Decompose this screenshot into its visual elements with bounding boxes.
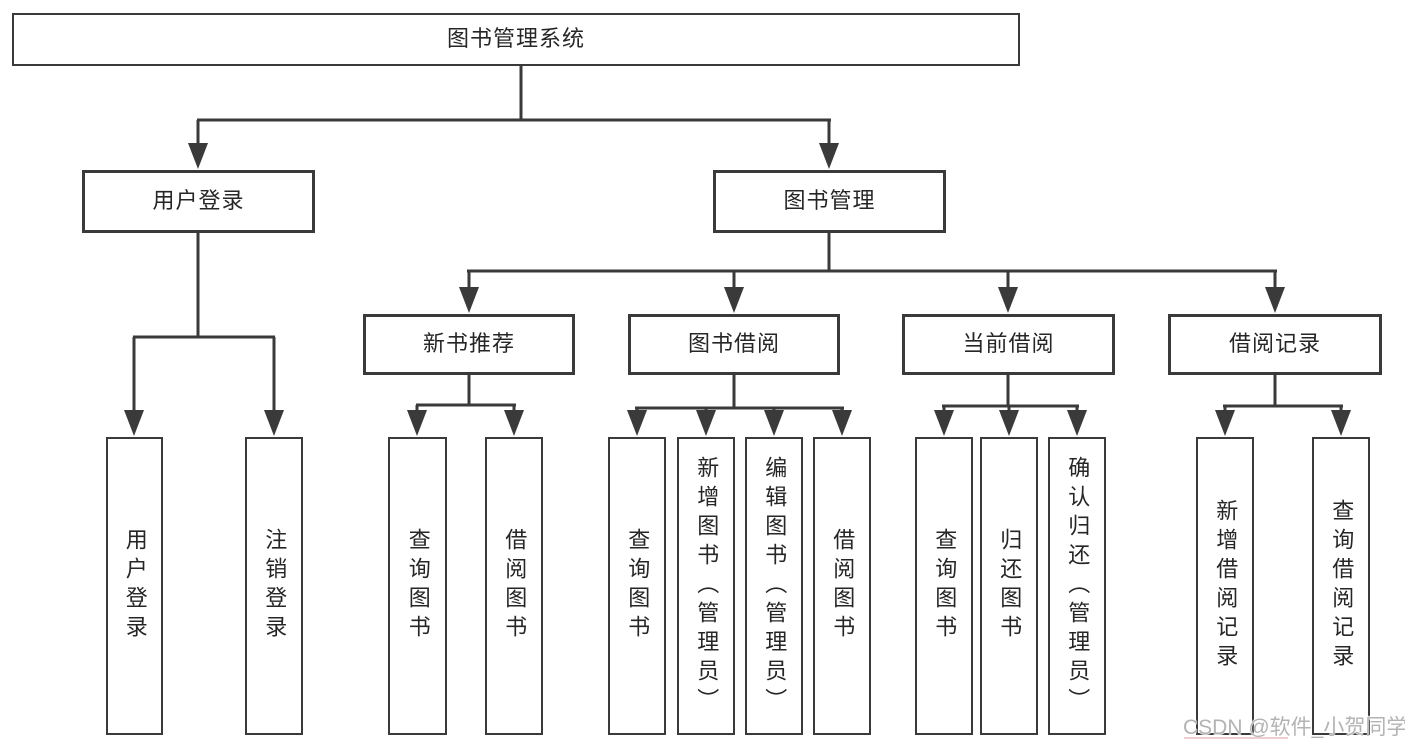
- node-label: 借阅图书: [830, 528, 856, 644]
- node-label: 当前借阅: [962, 331, 1055, 357]
- node-label: 注销登录: [262, 528, 288, 644]
- node-label: 查询图书: [932, 528, 958, 644]
- node-label: 新增借阅记录: [1213, 499, 1239, 673]
- node-label: 查询图书: [405, 528, 431, 644]
- watermark-underline: [1184, 737, 1288, 739]
- node-current-borrow: 当前借阅: [902, 314, 1115, 375]
- node-root: 图书管理系统: [12, 13, 1020, 66]
- node-leaf-return-book: 归还图书: [980, 437, 1038, 735]
- node-label: 编辑图书（管理员）: [762, 455, 788, 717]
- node-label: 用户登录: [152, 188, 245, 214]
- node-user-login: 用户登录: [82, 170, 315, 233]
- node-book-borrow: 图书借阅: [628, 314, 840, 375]
- node-label: 归还图书: [997, 528, 1023, 644]
- node-label: 确认归还（管理员）: [1065, 455, 1091, 717]
- node-leaf-edit-book-admin: 编辑图书（管理员）: [745, 437, 803, 735]
- node-leaf-borrow-book: 借阅图书: [813, 437, 871, 735]
- node-leaf-confirm-return-admin: 确认归还（管理员）: [1048, 437, 1106, 735]
- node-label: 图书借阅: [687, 331, 780, 357]
- node-book-management: 图书管理: [713, 170, 946, 233]
- node-leaf-query-borrow-record: 查询借阅记录: [1312, 437, 1370, 735]
- node-label: 查询图书: [625, 528, 651, 644]
- node-label: 新增图书（管理员）: [694, 455, 720, 717]
- node-label: 图书管理: [783, 188, 876, 214]
- watermark: CSDN @软件_小贺同学: [1183, 716, 1405, 739]
- node-label: 查询借阅记录: [1329, 499, 1355, 673]
- node-leaf-query-book-recommend: 查询图书: [388, 437, 447, 735]
- node-label: 借阅图书: [502, 528, 528, 644]
- node-leaf-add-book-admin: 新增图书（管理员）: [677, 437, 735, 735]
- node-label: 新书推荐: [422, 331, 515, 357]
- node-label: 借阅记录: [1228, 331, 1321, 357]
- node-leaf-query-book-borrow: 查询图书: [608, 437, 666, 735]
- node-leaf-query-book-current: 查询图书: [915, 437, 973, 735]
- node-leaf-user-login: 用户登录: [106, 437, 163, 735]
- node-label: 图书管理系统: [446, 26, 585, 52]
- node-leaf-add-borrow-record: 新增借阅记录: [1196, 437, 1254, 735]
- node-leaf-borrow-book-recommend: 借阅图书: [485, 437, 543, 735]
- node-new-book-recommend: 新书推荐: [363, 314, 575, 375]
- node-label: 用户登录: [122, 528, 148, 644]
- node-leaf-logout: 注销登录: [245, 437, 303, 735]
- node-borrow-records: 借阅记录: [1168, 314, 1382, 375]
